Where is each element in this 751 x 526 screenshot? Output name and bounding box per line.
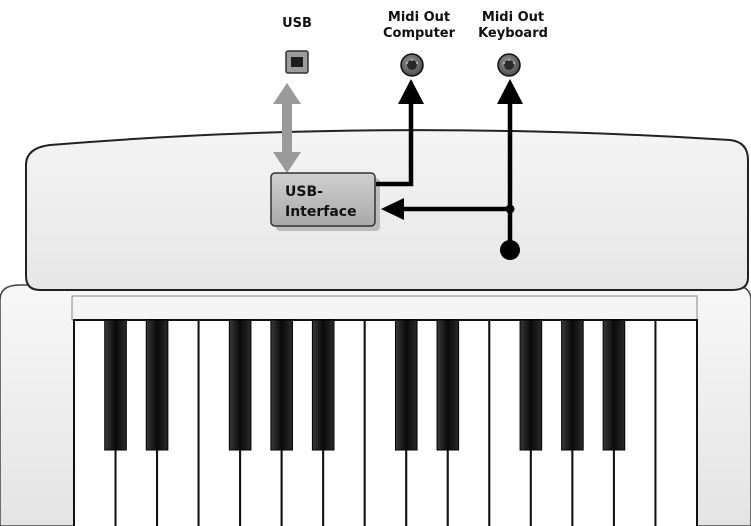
usb-interface-label-2: Interface <box>285 204 357 220</box>
usb-interface-label-1: USB- <box>285 184 323 200</box>
midi-jack-keyboard-icon <box>497 53 521 77</box>
black-key <box>602 319 626 451</box>
keyboard-source-dot <box>500 240 520 260</box>
usb-interface-box: USB- Interface <box>270 172 380 231</box>
black-key <box>561 319 584 451</box>
midi-out-computer-arrow <box>376 79 424 187</box>
black-keys <box>104 319 626 451</box>
black-key <box>270 319 293 451</box>
black-key <box>145 319 169 451</box>
usb-label: USB <box>282 16 312 31</box>
black-key <box>104 319 127 451</box>
black-key <box>394 319 418 451</box>
black-key <box>519 319 543 451</box>
midi-out-keyboard-label-2: Keyboard <box>478 26 548 41</box>
midi-out-keyboard-label-1: Midi Out <box>482 10 544 25</box>
midi-out-computer-label-2: Computer <box>383 26 456 41</box>
midi-jack-computer-icon <box>400 53 424 77</box>
usb-bidirectional-arrow <box>273 83 301 173</box>
black-key <box>436 319 460 451</box>
usb-port-icon <box>285 50 309 74</box>
midi-out-computer-label-1: Midi Out <box>388 10 450 25</box>
black-key <box>311 319 335 451</box>
midi-out-keyboard-arrow <box>381 79 523 260</box>
black-key <box>228 319 252 451</box>
white-key <box>654 319 698 526</box>
key-bed-strip <box>71 295 698 321</box>
